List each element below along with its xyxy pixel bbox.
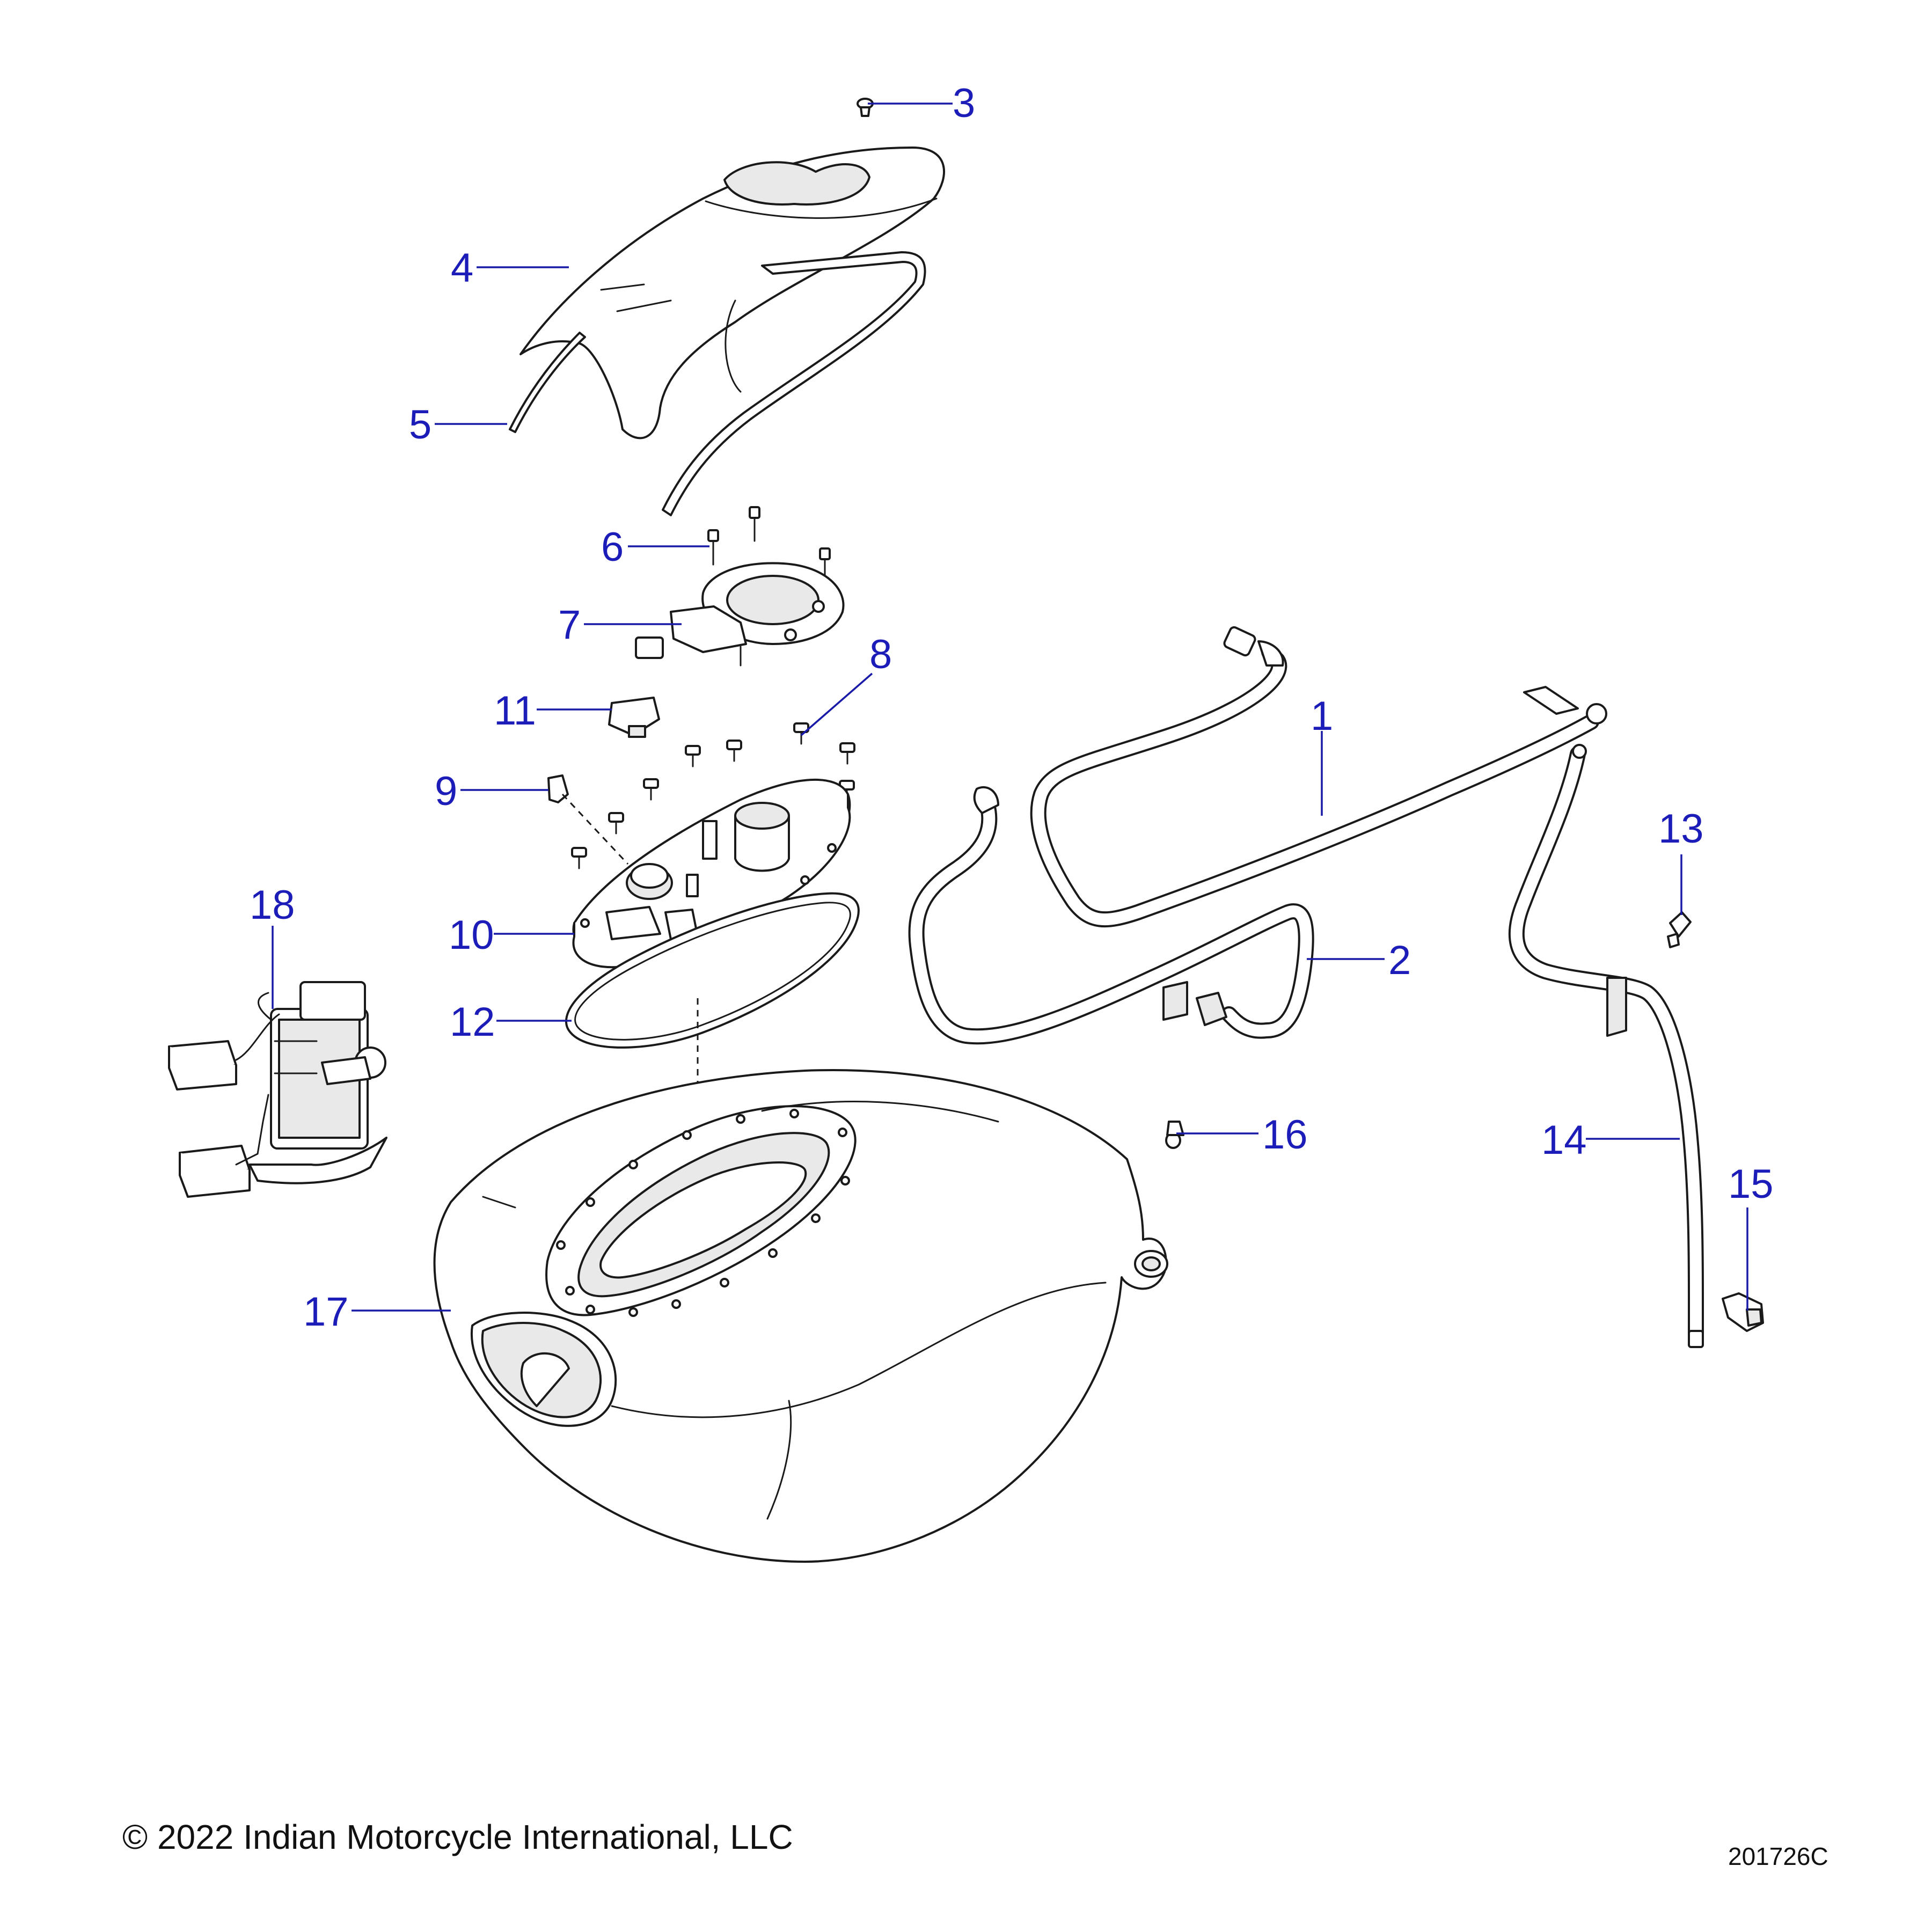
callout-11: 11 <box>494 688 536 734</box>
callout-8: 8 <box>869 632 892 677</box>
callout-16: 16 <box>1262 1112 1308 1158</box>
callout-4: 4 <box>451 245 473 291</box>
part-11-connector <box>608 697 660 738</box>
part-18-fuel-pump-module <box>168 981 387 1198</box>
callout-7: 7 <box>558 602 581 648</box>
callout-10: 10 <box>449 912 494 958</box>
part-14-fuel-line <box>1508 744 1704 1348</box>
part-16-clip <box>1165 1121 1184 1149</box>
copyright-notice: © 2022 Indian Motorcycle International, … <box>122 1818 793 1856</box>
callout-labels: 3 4 5 6 7 8 11 9 10 12 1 2 13 14 15 16 1… <box>250 80 1774 1335</box>
assembly-guide-9-10 <box>561 793 629 865</box>
callout-12: 12 <box>450 999 495 1045</box>
callout-6: 6 <box>601 524 624 570</box>
callout-15: 15 <box>1728 1161 1774 1207</box>
part-7-fuel-cap-ring <box>635 562 845 667</box>
part-9-clip <box>547 774 569 803</box>
part-3-screw <box>857 98 874 117</box>
callout-9: 9 <box>435 769 457 814</box>
callout-1: 1 <box>1311 693 1333 739</box>
part-12-seal-ring <box>565 892 860 1049</box>
leader-lines <box>272 103 1748 1312</box>
part-15-clip <box>1722 1292 1764 1332</box>
callout-5: 5 <box>409 402 431 448</box>
callout-14: 14 <box>1541 1117 1587 1163</box>
callout-18: 18 <box>250 882 295 928</box>
part-2-hose-assembly <box>908 786 1314 1045</box>
part-13-clip <box>1667 911 1692 948</box>
callout-3: 3 <box>953 80 975 126</box>
part-10-pump-flange <box>572 778 851 969</box>
callout-13: 13 <box>1658 806 1704 852</box>
part-17-fuel-tank <box>433 1069 1168 1563</box>
callout-17: 17 <box>303 1289 349 1335</box>
part-1-vent-hose <box>1030 626 1607 928</box>
callout-2: 2 <box>1388 938 1411 983</box>
figure-id: 201726C <box>1728 1842 1828 1870</box>
part-4-console-cover <box>519 147 945 440</box>
part-5-trim-seal <box>509 251 926 516</box>
